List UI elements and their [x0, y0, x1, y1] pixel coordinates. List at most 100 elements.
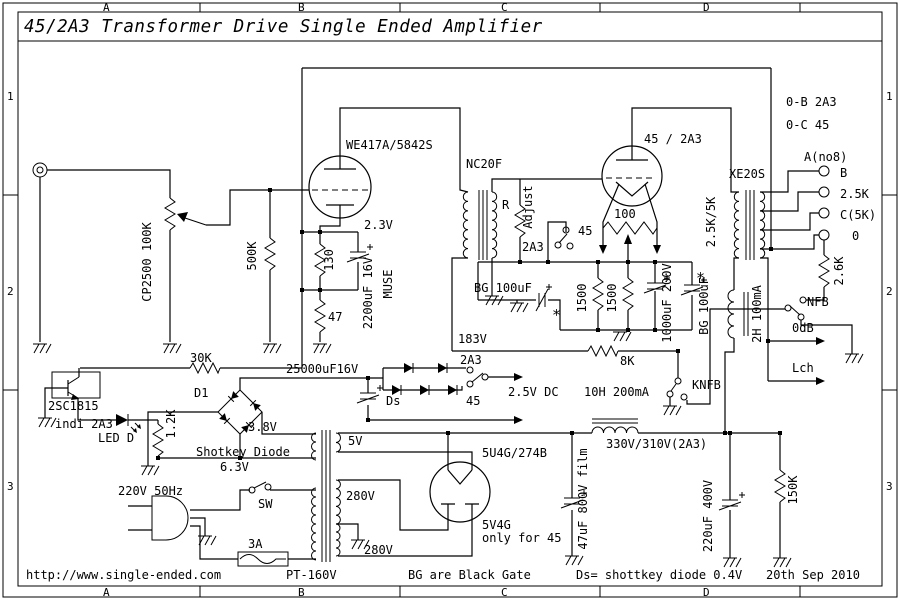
- resistor-r-adjust: [514, 204, 526, 238]
- frame-col-d-bottom: D: [703, 586, 710, 599]
- label-led-d: LED D: [98, 431, 134, 445]
- label-terminal-0: 0: [852, 229, 859, 243]
- gnd: [141, 465, 160, 476]
- wiper-arrows: [177, 212, 632, 244]
- label-47uf-film: 47uF 800V film: [576, 448, 590, 549]
- label-ds: Ds: [386, 394, 400, 408]
- label-bg100-right: BG 100uF: [697, 277, 711, 335]
- transformer-nc20f: [462, 190, 498, 260]
- label-5v: 5V: [348, 434, 362, 448]
- switch-mains-sw: [248, 481, 272, 494]
- gnd: [313, 343, 332, 354]
- label-r: R: [502, 198, 510, 212]
- label-220v-50hz: 220V 50Hz: [118, 484, 183, 498]
- label-hum-100: 100: [614, 207, 636, 221]
- frame-row-2-left: 2: [7, 285, 14, 298]
- tube-45-2a3: [601, 145, 663, 207]
- frame-row-1-right: 1: [886, 90, 893, 103]
- label-star-left: *: [552, 306, 561, 324]
- switch-coupling-45-2a3: [554, 226, 574, 250]
- switch-knfb: [666, 377, 688, 401]
- page-title: 45/2A3 Transformer Drive Single Ended Am…: [24, 17, 543, 37]
- terminal-0: [818, 229, 830, 241]
- label-2sc1815: 2SC1815: [48, 399, 99, 413]
- gnd: [38, 417, 57, 428]
- label-2h-100ma: 2H 100mA: [750, 284, 764, 343]
- label-sw: SW: [258, 497, 273, 511]
- label-5u4g: 5U4G/274B: [482, 446, 547, 460]
- label-2-6k: 2.6K: [832, 256, 846, 286]
- label-we417a: WE417A/5842S: [346, 138, 433, 152]
- gnd: [163, 343, 182, 354]
- resistor-8k: [587, 344, 619, 358]
- label-0db: 0dB: [792, 321, 814, 335]
- label-sw-2a3: 2A3: [522, 240, 544, 254]
- grounds: [33, 295, 864, 568]
- frame-col-a-top: A: [103, 1, 110, 14]
- label-1-2k: 1.2K: [164, 409, 178, 439]
- resistor-1500-a: [592, 277, 604, 311]
- frame-row-3-left: 3: [7, 480, 14, 493]
- label-nc20f: NC20F: [466, 157, 502, 171]
- label-1000uf: 1000uF 200V: [660, 263, 674, 342]
- terminal-c: [818, 207, 830, 219]
- label-8k: 8K: [620, 354, 635, 368]
- tube-we417a: [308, 155, 372, 219]
- label-lch: Lch: [792, 361, 814, 375]
- capacitors: [346, 244, 745, 511]
- label-2200uf: 2200uF 16V: [361, 257, 375, 329]
- diode: [404, 363, 414, 373]
- frame-col-c-bottom: C: [501, 586, 508, 599]
- label-150k: 150K: [786, 475, 800, 505]
- footer-ds-note: Ds= shottkey diode 0.4V: [576, 568, 742, 582]
- note-0c-45: 0-C 45: [786, 118, 829, 132]
- footer-date: 20th Sep 2010: [766, 568, 860, 582]
- label-shotkey: Shotkey Diode: [196, 445, 290, 459]
- label-terminal-b: B: [840, 166, 847, 180]
- output-terminals: [818, 165, 830, 241]
- resistor-500k: [264, 237, 276, 271]
- footer-bg-note: BG are Black Gate: [408, 568, 531, 582]
- resistor-130: [314, 243, 326, 277]
- label-25000uf: 25000uF16V: [286, 362, 358, 376]
- gnd: [263, 343, 282, 354]
- label-47: 47: [328, 310, 342, 324]
- pot-cp2500-body: [164, 197, 176, 231]
- frame-col-c-top: C: [501, 1, 508, 14]
- label-2-3v: 2.3V: [364, 218, 393, 232]
- label-bg100-left: BG 100uF: [474, 281, 532, 295]
- resistors-horizontal: [189, 221, 658, 375]
- frame-row-3-right: 3: [886, 480, 893, 493]
- input-jack: [32, 162, 48, 178]
- gnd: [565, 555, 584, 566]
- labels: 0-B 2A3 0-C 45 A(no8) B 2.5K C(5K) 0 WE4…: [48, 95, 876, 557]
- speaker-arrows: [816, 337, 825, 385]
- tube-5u4g: [429, 461, 491, 523]
- frame-col-b-top: B: [298, 1, 305, 14]
- label-indi-2a3: indi 2A3: [55, 417, 113, 431]
- gnd: [351, 539, 370, 550]
- resistor-150k: [774, 469, 786, 503]
- terminal-b: [818, 186, 830, 198]
- resistor-47: [314, 299, 326, 333]
- terminal-a: [818, 165, 830, 177]
- filament-arrows: [514, 245, 661, 424]
- label-330v: 330V/310V(2A3): [606, 437, 707, 451]
- frame-row-1-left: 1: [7, 90, 14, 103]
- label-nfb: NFB: [807, 295, 829, 309]
- label-130: 130: [322, 249, 336, 271]
- junction-dots: [156, 188, 782, 460]
- label-3a: 3A: [248, 537, 263, 551]
- label-star-right: *: [696, 269, 705, 287]
- label-45-2a3-tube: 45 / 2A3: [644, 132, 702, 146]
- frame-col-b-bottom: B: [298, 586, 305, 599]
- resistors-vertical: [152, 197, 830, 503]
- label-muse: MUSE: [381, 270, 395, 299]
- gnd: [845, 353, 864, 364]
- choke-10h: [591, 418, 639, 434]
- label-3-8v: 3.8V: [248, 420, 277, 434]
- label-xe20s: XE20S: [729, 167, 765, 181]
- label-c-5k: C(5K): [840, 208, 876, 222]
